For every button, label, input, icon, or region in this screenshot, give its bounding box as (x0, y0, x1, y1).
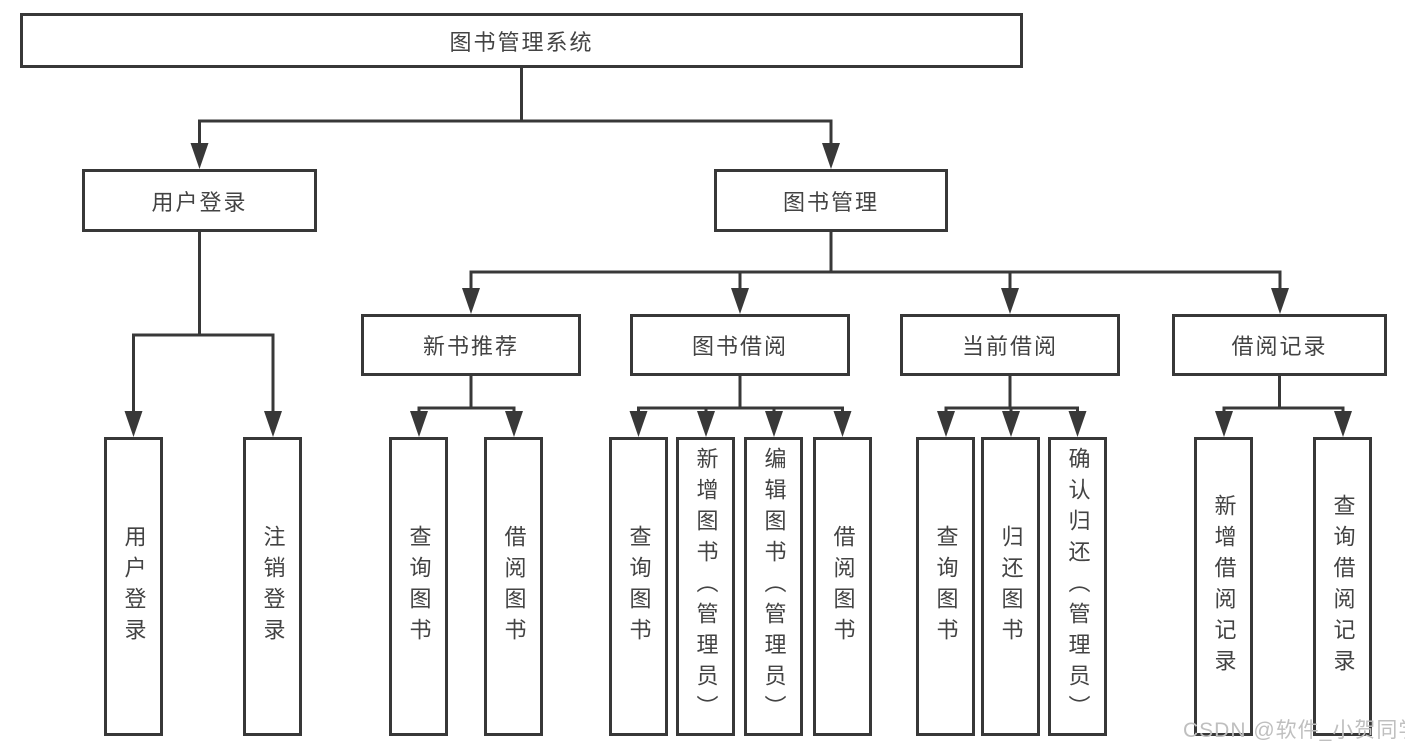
leaf-logout-label: 注销登录 (260, 524, 286, 649)
connector-bookborrow-to-leaves (629, 376, 852, 437)
arrowhead (1002, 411, 1020, 437)
arrowhead (822, 143, 840, 169)
leaf-borrow-add-book-admin-label: 新增图书（管理员） (693, 447, 719, 726)
node-root-label: 图书管理系统 (449, 29, 594, 55)
node-user-login-label: 用户登录 (151, 189, 248, 215)
node-book-borrow: 图书借阅 (630, 314, 850, 376)
arrowhead (190, 143, 209, 169)
leaf-current-query-book-label: 查询图书 (933, 524, 959, 649)
connector-newbooks-to-leaves (410, 376, 523, 437)
arrowhead (410, 411, 428, 437)
node-borrow-record-label: 借阅记录 (1231, 334, 1328, 359)
leaf-current-return-book-label: 归还图书 (998, 524, 1024, 649)
leaf-newbooks-query-book: 查询图书 (389, 437, 448, 736)
node-current-borrow: 当前借阅 (900, 314, 1120, 376)
arrowhead (937, 411, 955, 437)
node-root-system: 图书管理系统 (20, 13, 1023, 68)
node-book-management-label: 图书管理 (782, 189, 879, 215)
node-current-borrow-label: 当前借阅 (961, 334, 1058, 359)
leaf-record-query-record: 查询借阅记录 (1313, 437, 1372, 736)
connector-userlogin-to-leaves (124, 232, 282, 437)
connector-root-to-level1 (190, 66, 840, 169)
leaf-current-confirm-return-admin: 确认归还（管理员） (1048, 437, 1107, 736)
leaf-borrow-borrow-book-label: 借阅图书 (830, 524, 856, 649)
connector-bookmgmt-to-level2 (462, 232, 1289, 314)
leaf-logout: 注销登录 (243, 437, 302, 736)
connector-currentborrow-to-leaves (937, 376, 1087, 437)
node-book-management: 图书管理 (714, 169, 948, 232)
leaf-borrow-add-book-admin: 新增图书（管理员） (676, 437, 735, 736)
leaf-borrow-edit-book-admin-label: 编辑图书（管理员） (761, 447, 787, 726)
node-user-login: 用户登录 (82, 169, 317, 232)
leaf-borrow-edit-book-admin: 编辑图书（管理员） (744, 437, 803, 736)
leaf-newbooks-borrow-book: 借阅图书 (484, 437, 543, 736)
node-new-book-recommend: 新书推荐 (361, 314, 581, 376)
arrowhead (462, 288, 480, 314)
connector-borrowrecord-to-leaves (1215, 376, 1352, 437)
leaf-record-add-record-label: 新增借阅记录 (1211, 493, 1237, 680)
arrowhead (1271, 288, 1289, 314)
leaf-current-return-book: 归还图书 (981, 437, 1040, 736)
arrowhead (264, 411, 282, 437)
arrowhead (1068, 411, 1087, 437)
node-book-borrow-label: 图书借阅 (691, 334, 788, 359)
arrowhead (505, 411, 523, 437)
leaf-user-login: 用户登录 (104, 437, 163, 736)
leaf-newbooks-query-book-label: 查询图书 (406, 524, 432, 649)
csdn-watermark: CSDN @软件_小贺同学 (1183, 719, 1405, 742)
leaf-record-query-record-label: 查询借阅记录 (1330, 493, 1356, 680)
leaf-user-login-label: 用户登录 (121, 524, 147, 649)
leaf-borrow-borrow-book: 借阅图书 (813, 437, 872, 736)
arrowhead (1215, 411, 1233, 437)
arrowhead (1334, 411, 1352, 437)
node-borrow-record: 借阅记录 (1172, 314, 1387, 376)
arrowhead (765, 411, 783, 437)
leaf-current-confirm-return-admin-label: 确认归还（管理员） (1065, 447, 1091, 726)
leaf-borrow-query-book: 查询图书 (609, 437, 668, 736)
arrowhead (731, 288, 749, 314)
leaf-record-add-record: 新增借阅记录 (1194, 437, 1253, 736)
leaf-current-query-book: 查询图书 (916, 437, 975, 736)
leaf-borrow-query-book-label: 查询图书 (626, 524, 652, 649)
arrowhead (1001, 288, 1019, 314)
arrowhead (629, 411, 648, 437)
arrowhead (124, 411, 143, 437)
arrowhead (697, 411, 715, 437)
arrowhead (833, 411, 852, 437)
leaf-newbooks-borrow-book-label: 借阅图书 (501, 524, 527, 649)
node-new-book-recommend-label: 新书推荐 (422, 334, 519, 359)
